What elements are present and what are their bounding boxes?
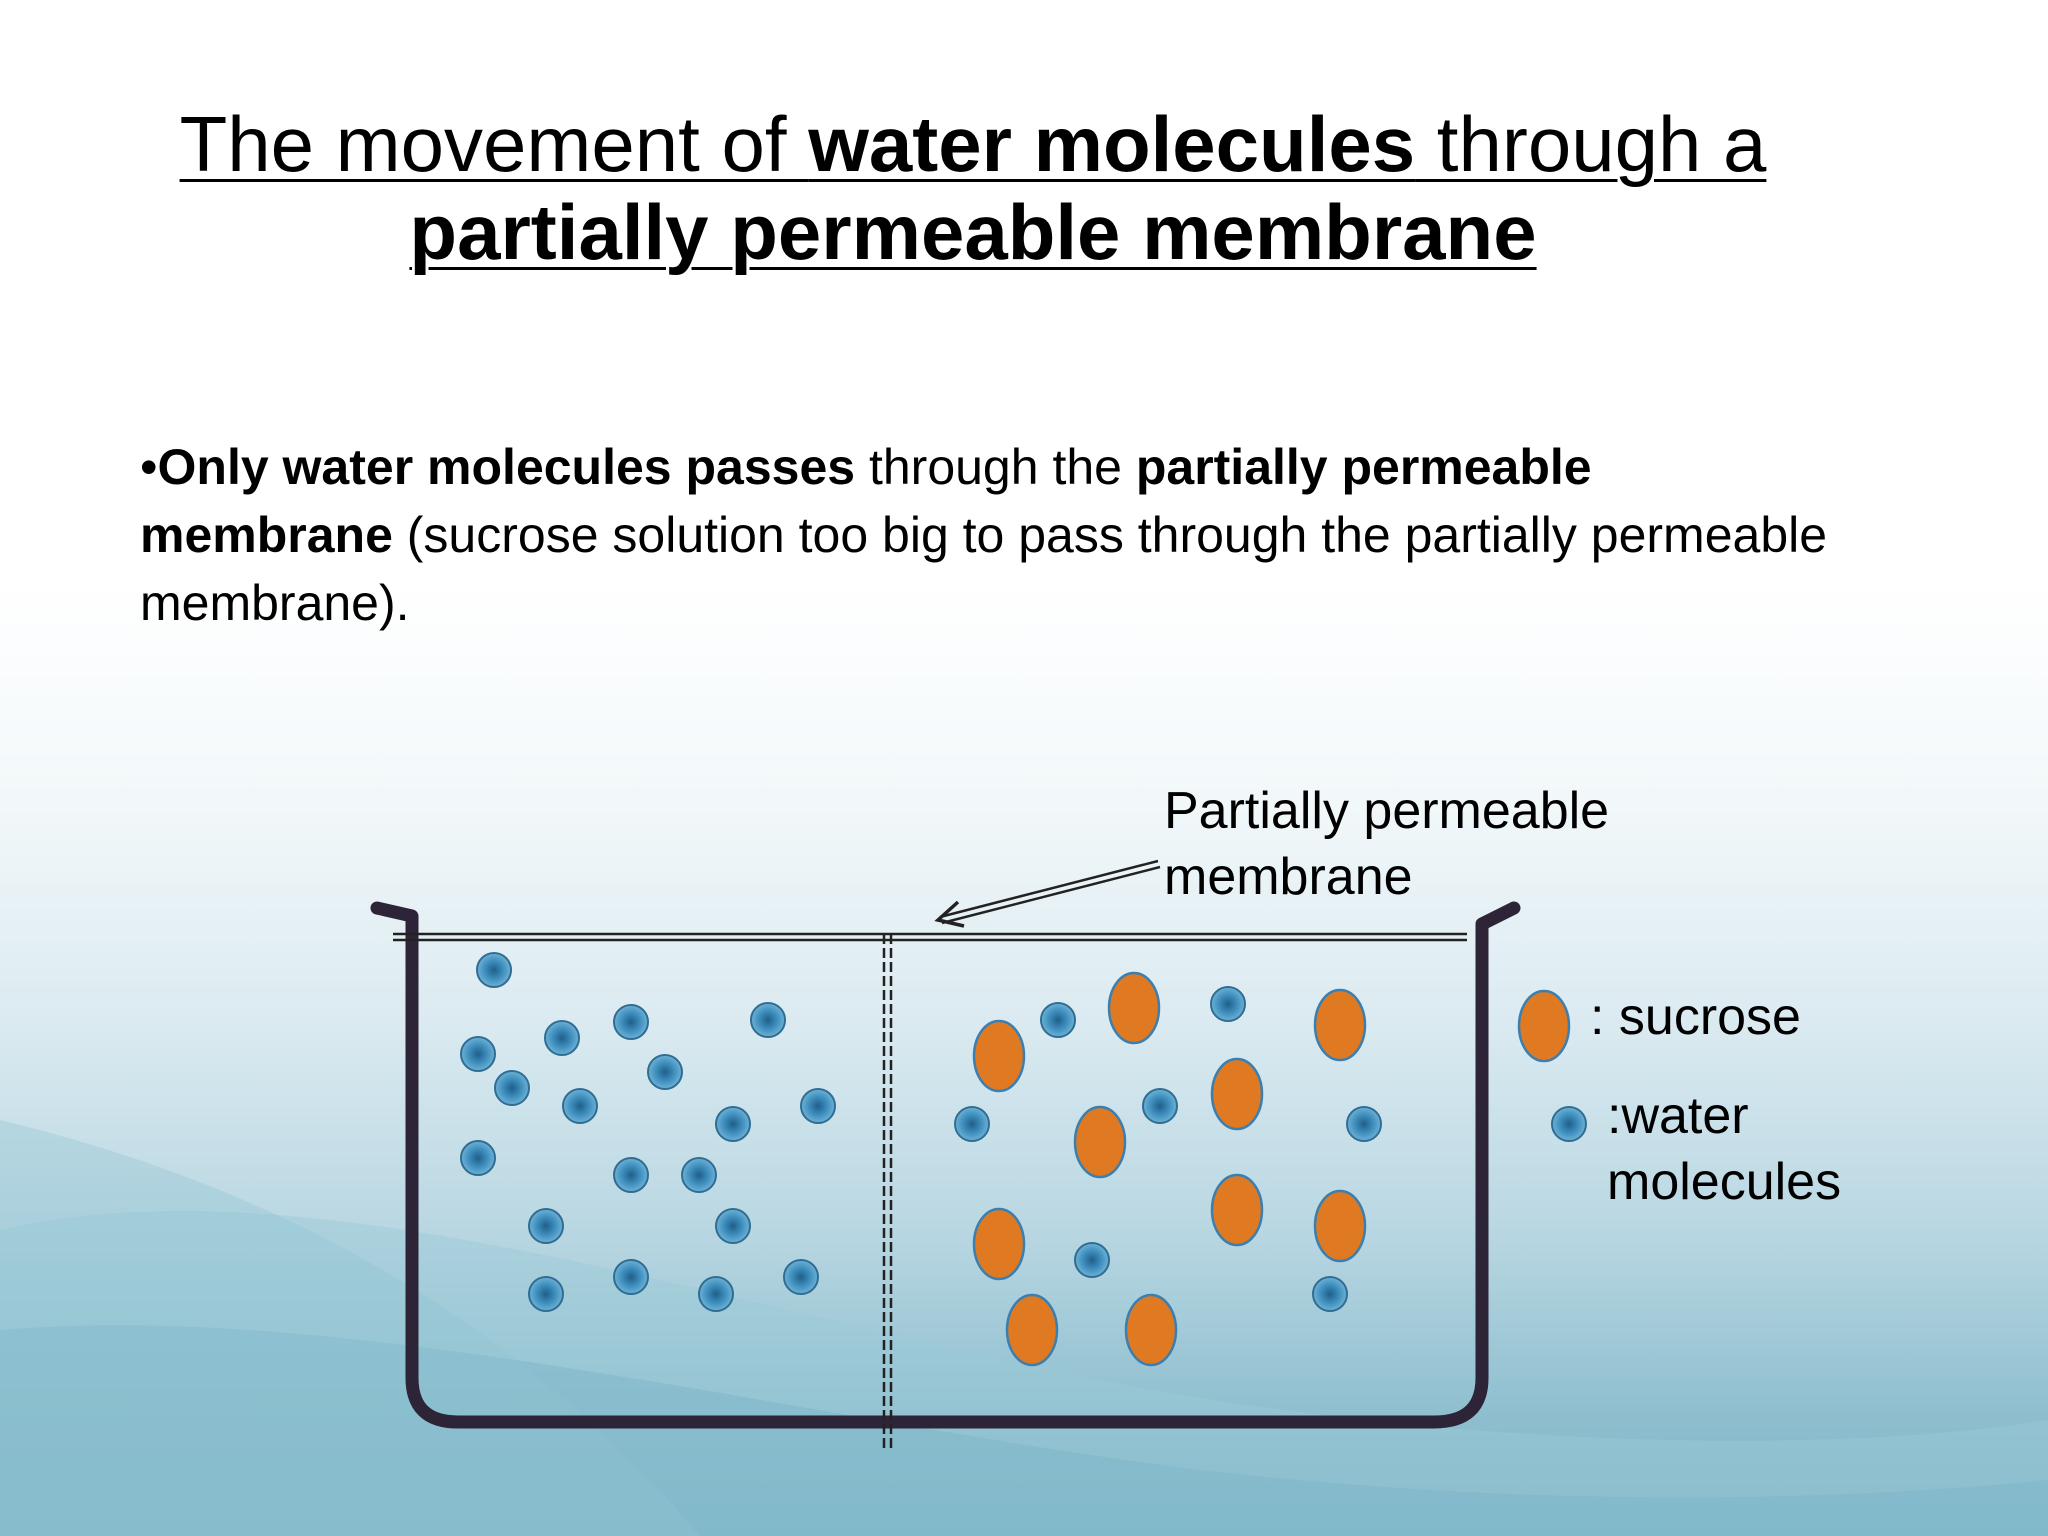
bullet-bold-2: partially permeable membrane	[140, 439, 1592, 563]
sucrose-molecules	[972, 971, 1367, 1367]
water-molecule	[562, 1088, 598, 1124]
left-water-molecules	[460, 952, 836, 1312]
water-molecule	[698, 1276, 734, 1312]
membrane-label-line2: membrane	[1164, 848, 1413, 906]
legend-water-label-line2: molecules	[1607, 1153, 1842, 1211]
wave-band-3	[0, 1120, 700, 1536]
sucrose-molecule	[1210, 1057, 1264, 1131]
title-bold-2: partially permeable membrane	[409, 188, 1537, 276]
water-molecule	[613, 1004, 649, 1040]
sucrose-molecule	[1005, 1293, 1059, 1367]
pointer-line-1	[939, 859, 1159, 919]
membrane-label-line1: Partially permeable	[1164, 782, 1610, 840]
water-molecule	[544, 1020, 580, 1056]
water-molecule	[1074, 1242, 1110, 1278]
sucrose-molecule	[1313, 1189, 1367, 1263]
water-molecule	[613, 1259, 649, 1295]
right-water-molecules	[954, 986, 1382, 1312]
bullet-marker: •	[140, 439, 158, 495]
container-beaker	[370, 901, 1521, 1429]
water-molecule	[1312, 1276, 1348, 1312]
legend-water-label: :water molecules	[1607, 1083, 1841, 1215]
water-molecule	[647, 1054, 683, 1090]
sucrose-molecule	[1210, 1173, 1264, 1247]
water-molecule	[715, 1106, 751, 1142]
water-molecule	[460, 1140, 496, 1176]
water-molecule	[954, 1106, 990, 1142]
water-molecule	[750, 1002, 786, 1038]
pointer-line-2	[941, 865, 1161, 925]
title-text-1: The movement of	[179, 100, 809, 188]
legend-sucrose-label: : sucrose	[1590, 988, 1801, 1046]
water-molecule	[460, 1036, 496, 1072]
water-molecule	[476, 952, 512, 988]
water-molecule	[1346, 1106, 1382, 1142]
water-molecule	[681, 1157, 717, 1193]
water-molecule	[783, 1259, 819, 1295]
water-molecule	[800, 1088, 836, 1124]
water-molecule	[528, 1276, 564, 1312]
bullet-text-1: through the	[855, 439, 1136, 495]
water-molecule	[1210, 986, 1246, 1022]
sucrose-molecule	[972, 1019, 1026, 1093]
bullet-text-2: (sucrose solution too big to pass throug…	[140, 507, 1828, 631]
water-molecule	[528, 1208, 564, 1244]
title-text-2: through a	[1415, 100, 1767, 188]
legend-water-label-line1: :water	[1607, 1087, 1749, 1145]
sucrose-molecule	[1313, 988, 1367, 1062]
legend-water-icon	[1551, 1106, 1587, 1142]
water-molecule	[613, 1157, 649, 1193]
membrane-label: Partially permeable membrane	[1164, 778, 1609, 910]
sucrose-molecule	[1124, 1293, 1178, 1367]
bullet-bold-1: Only water molecules passes	[157, 439, 856, 495]
water-molecule	[494, 1070, 530, 1106]
sucrose-molecule	[1073, 1105, 1127, 1179]
water-molecule	[715, 1208, 751, 1244]
wave-band-2	[0, 1325, 2048, 1536]
bullet-point: •Only water molecules passes through the…	[140, 433, 1840, 637]
sucrose-molecule	[1107, 971, 1161, 1045]
pointer-arrowhead	[934, 900, 965, 928]
water-molecule	[1040, 1002, 1076, 1038]
title-bold-1: water molecules	[808, 100, 1416, 188]
water-molecule	[1142, 1088, 1178, 1124]
legend-sucrose-icon	[1517, 989, 1571, 1063]
slide-title: The movement of water molecules through …	[0, 100, 1946, 276]
sucrose-molecule	[972, 1207, 1026, 1281]
